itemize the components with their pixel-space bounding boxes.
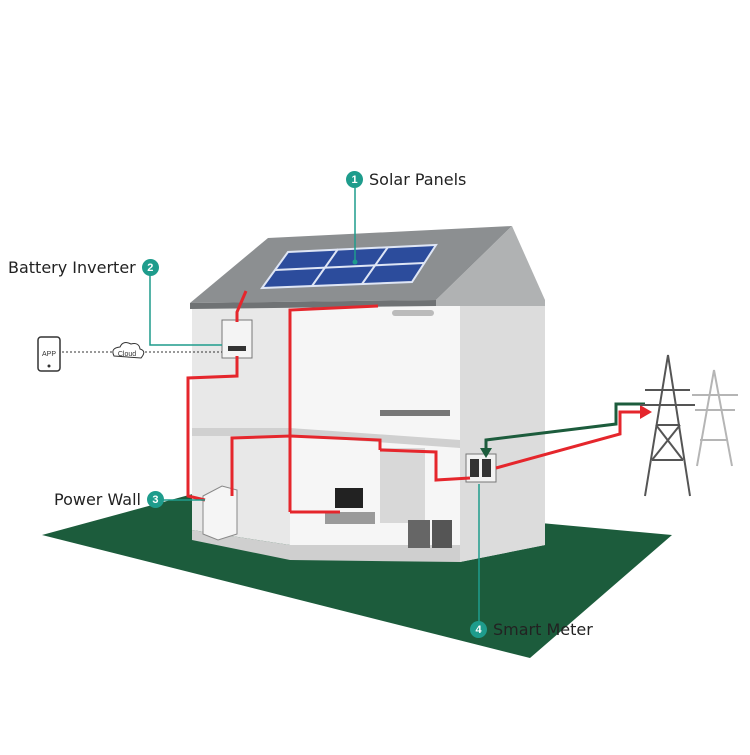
phone-home-button	[47, 364, 51, 368]
meter-display-2	[482, 459, 491, 477]
cloud-icon	[112, 342, 145, 359]
house-back-wall	[290, 300, 460, 545]
power-wall	[202, 485, 238, 541]
house-front-wall	[460, 305, 545, 562]
app-phone-icon	[37, 336, 61, 372]
inverter-screen	[228, 346, 246, 351]
meter-display	[470, 459, 479, 477]
appliance-right	[432, 520, 452, 548]
callout-solar-panels: 1 Solar Panels	[346, 170, 466, 189]
callout-label: Solar Panels	[369, 170, 467, 189]
pylon-far	[692, 369, 738, 467]
callout-battery-inverter: Battery Inverter 2	[8, 258, 159, 277]
stairs	[380, 448, 425, 523]
power-arrow	[640, 405, 652, 419]
callout-badge: 3	[146, 491, 164, 508]
house-ground-floor	[192, 530, 460, 562]
callout-label: Smart Meter	[493, 620, 593, 639]
battery-inverter	[221, 319, 253, 359]
callout-badge: 1	[346, 171, 363, 188]
ceiling-light	[392, 310, 434, 316]
power-wiring	[186, 290, 640, 514]
callout-label: Battery Inverter	[8, 258, 136, 277]
tv-stand	[325, 512, 375, 524]
grid-wiring	[484, 402, 645, 452]
callout-smart-meter: 4 Smart Meter	[470, 620, 593, 639]
kitchen-counter	[380, 410, 450, 416]
grid-arrow	[480, 448, 492, 458]
callout-badge: 4	[470, 621, 487, 638]
callout-power-wall: Power Wall 3	[54, 490, 164, 509]
app-label: APP	[42, 351, 56, 358]
tv	[335, 488, 363, 508]
house-left-wall	[192, 300, 290, 545]
leader-dot-panels	[352, 259, 358, 265]
callout-leaders	[149, 188, 480, 622]
cloud-label: Cloud	[118, 351, 136, 358]
callout-label: Power Wall	[54, 490, 141, 509]
house-roof-right	[436, 226, 545, 306]
pylon-main	[640, 354, 695, 497]
solar-panels	[259, 243, 438, 290]
appliance-left	[408, 520, 430, 548]
callout-badge: 2	[141, 259, 159, 276]
